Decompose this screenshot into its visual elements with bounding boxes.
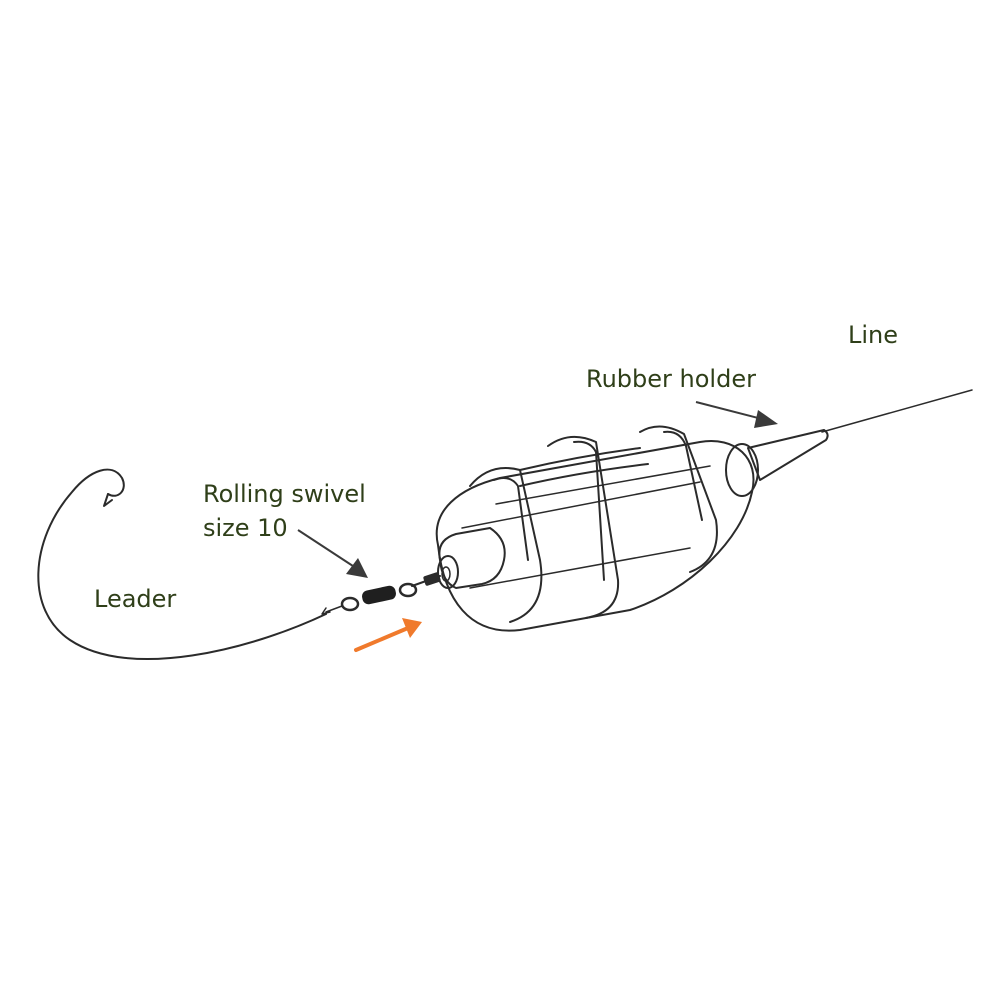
rubber-holder (747, 429, 829, 481)
orange-highlight-arrow (354, 618, 422, 652)
swivel-eye-front (398, 582, 418, 598)
label-leader: Leader (94, 585, 177, 613)
cage-top-bar (519, 447, 649, 487)
cage-rib-front (469, 467, 543, 623)
label-rolling-swivel: Rolling swivel size 10 (203, 477, 366, 545)
feeder-front-hole (441, 566, 451, 582)
rolling-swivel (321, 582, 418, 615)
swivel-barrel (362, 585, 396, 605)
main-line (821, 389, 973, 433)
label-rubber-holder: Rubber holder (586, 365, 756, 393)
label-rolling-swivel-line2: size 10 (203, 514, 288, 542)
cage-rib-middle (547, 435, 620, 619)
feeder-body (435, 440, 755, 632)
hook-point (103, 493, 113, 507)
feeder-front-tube (438, 527, 506, 589)
label-line: Line (848, 321, 899, 349)
leader-line (37, 468, 327, 661)
rolling-swivel-pointer (297, 529, 368, 578)
rubber-holder-base (725, 443, 759, 497)
feeder-cage (435, 425, 755, 632)
feeder-stub (423, 572, 441, 586)
cage-rib-back (639, 425, 718, 573)
label-rolling-swivel-line1: Rolling swivel (203, 480, 366, 508)
rubber-holder-pointer (695, 401, 778, 428)
feeder-core (461, 481, 701, 589)
swivel-clip (321, 605, 343, 615)
feeder-front-opening (437, 555, 459, 589)
swivel-eye-rear (340, 596, 360, 612)
